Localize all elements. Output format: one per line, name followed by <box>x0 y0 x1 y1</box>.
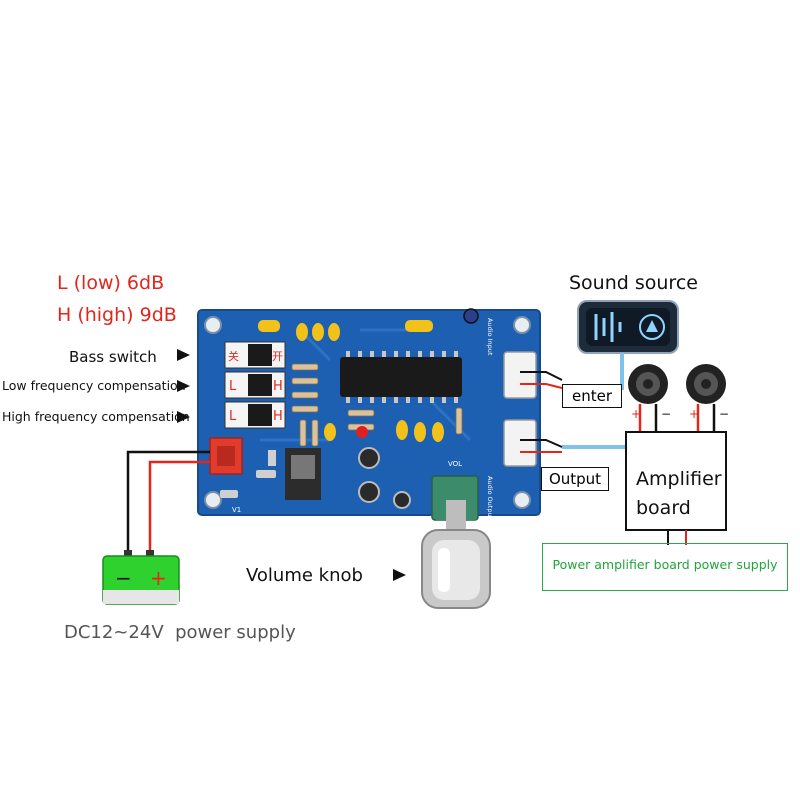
speaker-left-plus: + <box>631 407 641 421</box>
switch-mark-off: 关 <box>228 349 239 363</box>
switch-mark-l2: L <box>229 409 237 424</box>
arrow-right-icon <box>177 349 190 361</box>
dip-switches <box>224 341 286 429</box>
speaker-left <box>628 364 668 432</box>
amplifier-line2: board <box>636 497 691 519</box>
enter-label-box: enter <box>562 384 622 408</box>
arrow-right-icon <box>393 569 406 581</box>
low-frequency-label: Low frequency compensation <box>2 378 186 393</box>
battery-minus: − <box>115 566 132 590</box>
sound-source-device <box>577 300 679 354</box>
speaker-right-minus: − <box>719 407 729 421</box>
bass-switch-label: Bass switch <box>69 348 157 366</box>
switch-mark-h1: H <box>273 379 283 394</box>
gain-high-label: H (high) 9dB <box>57 304 177 326</box>
switch-mark-l1: L <box>229 379 237 394</box>
board-vol: VOL <box>448 460 462 468</box>
board-audio-input: Audio Input <box>486 318 494 356</box>
amplifier-line1: Amplifier <box>636 468 722 490</box>
switch-mark-h2: H <box>273 409 283 424</box>
speaker-right-plus: + <box>689 407 699 421</box>
arrow-right-icon <box>177 411 190 423</box>
output-label-box: Output <box>541 467 609 491</box>
battery-plus: + <box>150 566 167 590</box>
pcb-board <box>197 308 541 521</box>
board-audio-output: Audio Output <box>486 476 494 520</box>
battery <box>102 550 180 605</box>
sound-source-label: Sound source <box>569 272 698 294</box>
board-v1: V1 <box>232 506 241 514</box>
switch-mark-on: 开 <box>272 350 283 363</box>
gain-low-label: L (low) 6dB <box>57 272 165 294</box>
speaker-right <box>686 364 726 432</box>
volume-knob-label: Volume knob <box>246 565 363 586</box>
high-frequency-label: High frequency compensation <box>2 409 190 424</box>
volume-knob <box>421 480 491 609</box>
arrow-right-icon <box>177 380 190 392</box>
speaker-left-minus: − <box>661 407 671 421</box>
dc-supply-label: DC12~24V power supply <box>64 622 296 643</box>
power-amp-supply-box: Power amplifier board power supply <box>542 543 788 591</box>
amplifier-board-label: Amplifier board <box>636 465 722 523</box>
